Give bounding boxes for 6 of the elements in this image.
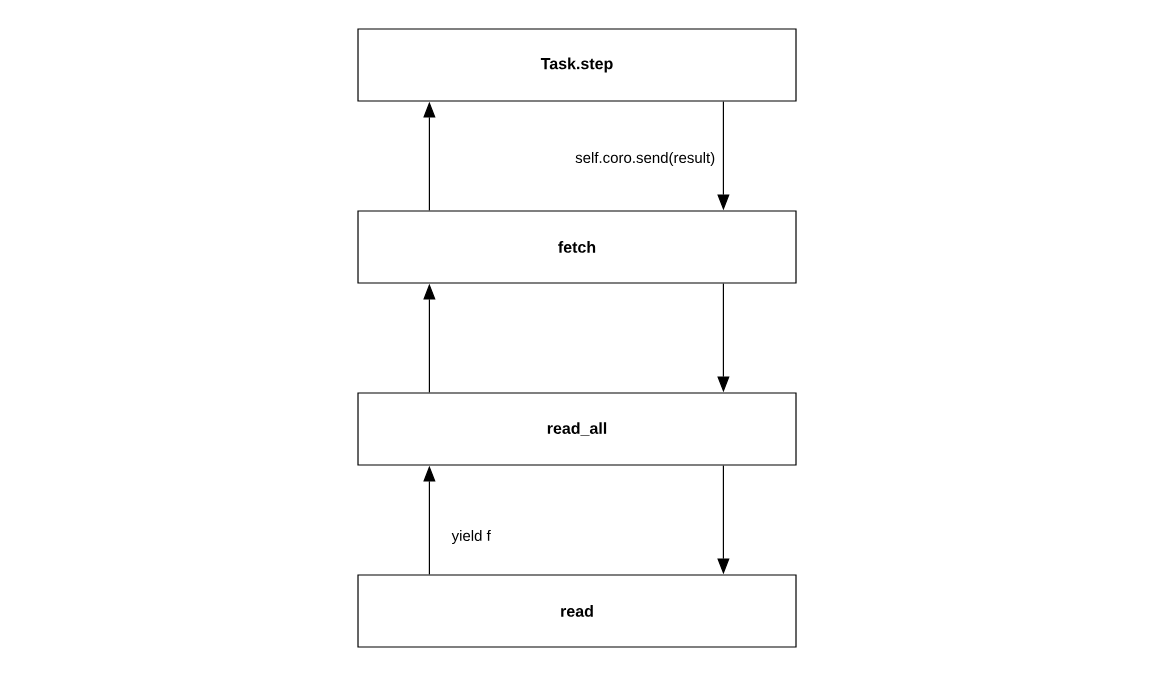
process-box: read_all bbox=[357, 392, 797, 466]
process-box: read bbox=[357, 574, 797, 648]
edge-label: yield f bbox=[449, 528, 493, 546]
process-box: Task.step bbox=[357, 28, 797, 102]
edge-label: self.coro.send(result) bbox=[573, 150, 718, 168]
process-box: fetch bbox=[357, 210, 797, 284]
